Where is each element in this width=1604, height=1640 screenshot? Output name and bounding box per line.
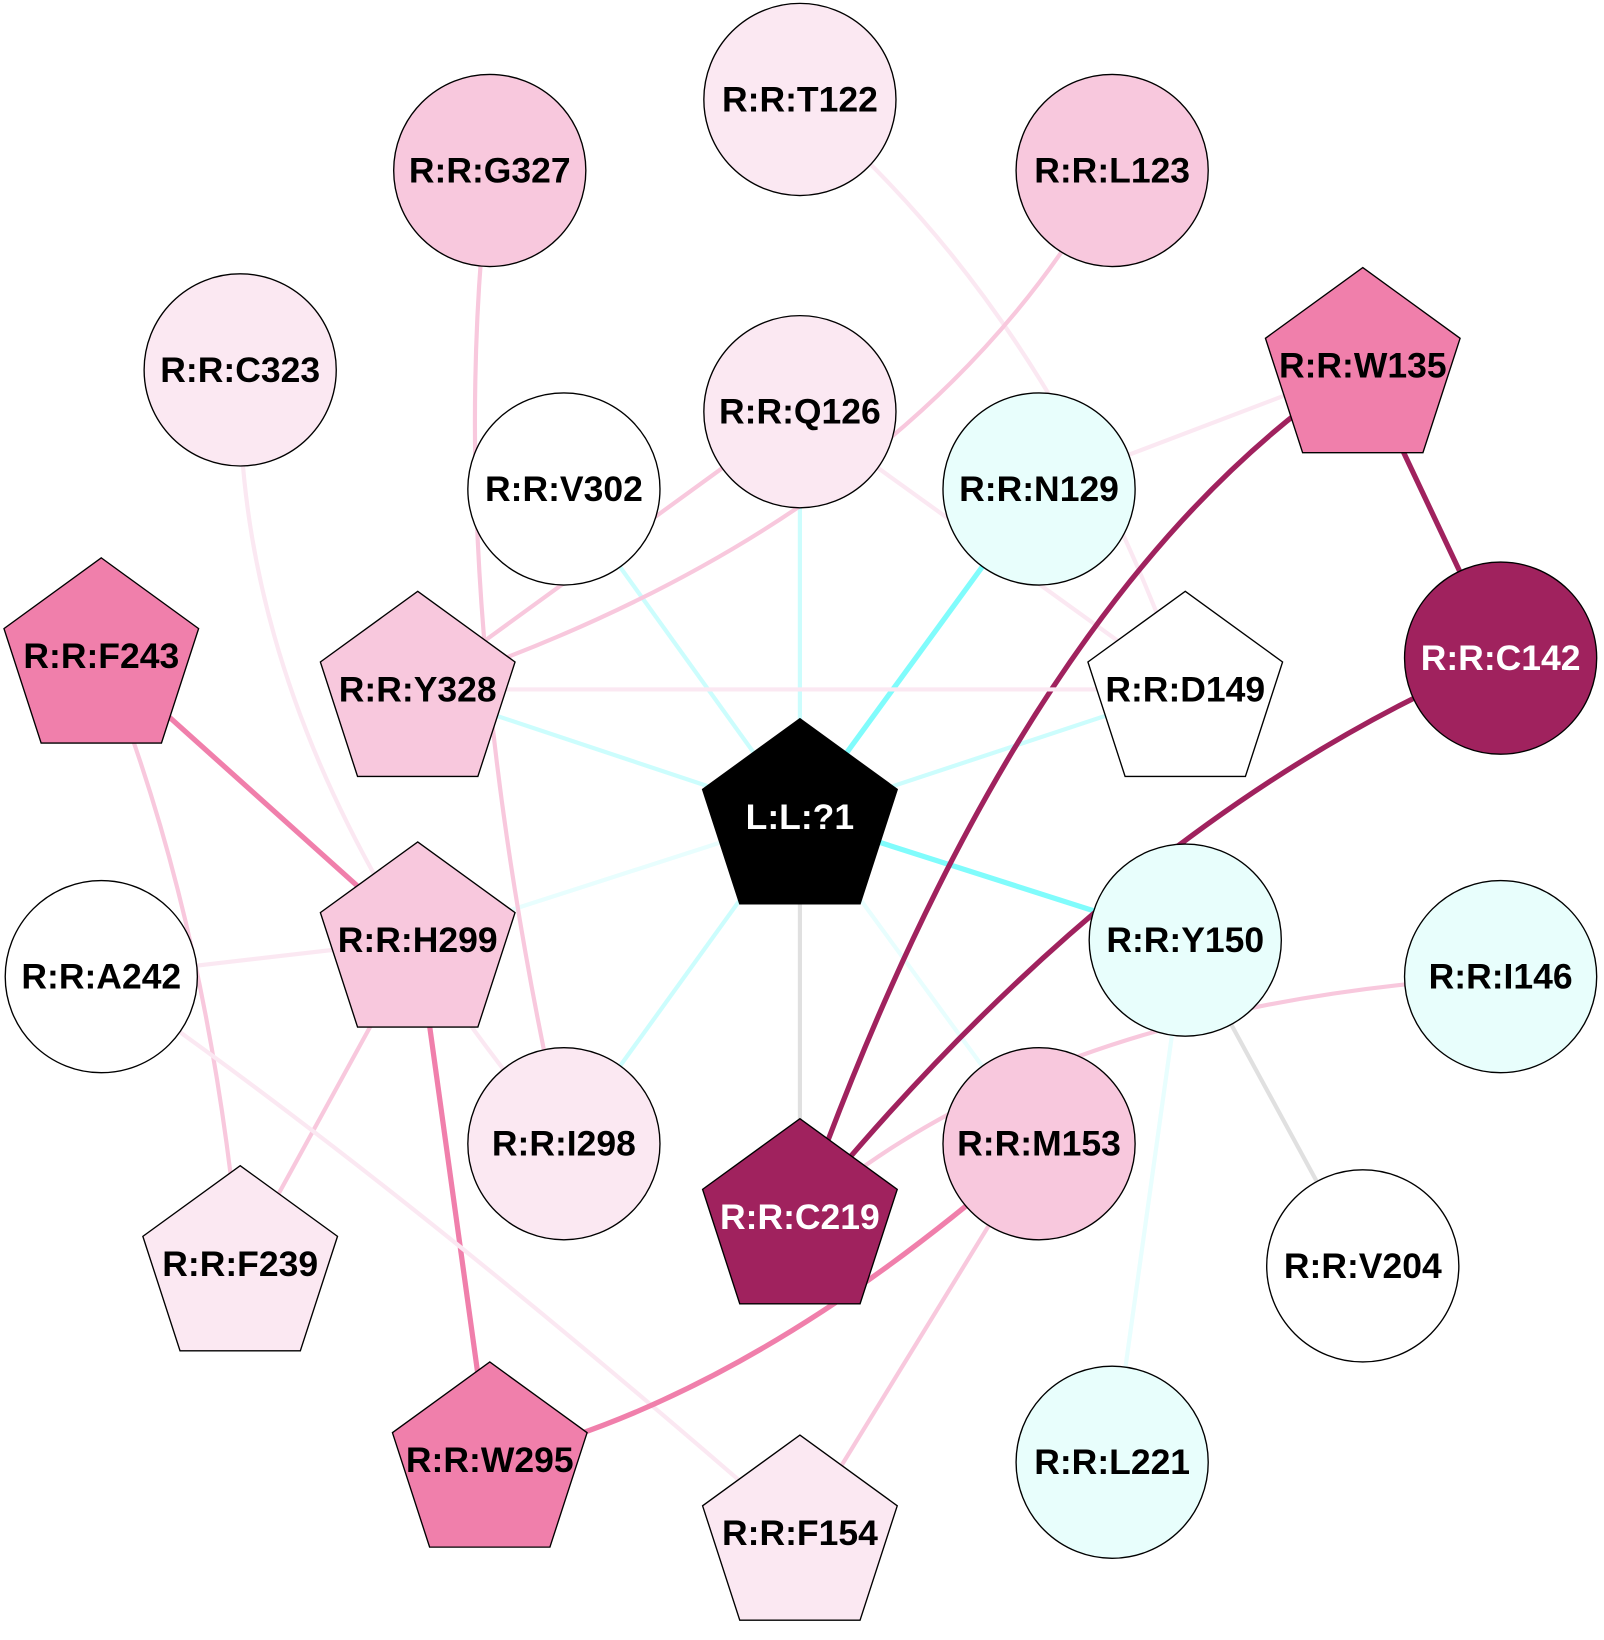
- node-label: R:R:F239: [162, 1244, 318, 1284]
- node-r-r-n129[interactable]: R:R:N129: [942, 392, 1136, 586]
- edge-r-r-i146-to-r-r-c219: [798, 974, 1501, 1219]
- node-r-r-c219[interactable]: R:R:C219: [701, 1117, 899, 1305]
- node-label: R:R:W295: [406, 1440, 574, 1480]
- node-pentagon: [142, 1164, 339, 1352]
- node-label: R:R:I146: [1429, 957, 1573, 997]
- node-label: R:R:A242: [21, 957, 181, 997]
- node-r-r-t122[interactable]: R:R:T122: [703, 2, 897, 197]
- node-circle: [4, 879, 199, 1074]
- node-circle: [467, 1046, 661, 1241]
- node-r-r-y150[interactable]: R:R:Y150: [1088, 843, 1282, 1037]
- node-r-r-w135[interactable]: R:R:W135: [1264, 266, 1461, 454]
- node-label: R:R:W135: [1279, 346, 1447, 386]
- node-pentagon: [391, 1361, 588, 1548]
- node-circle: [1088, 843, 1282, 1037]
- node-r-r-h299[interactable]: R:R:H299: [319, 841, 516, 1028]
- node-label: R:R:L221: [1034, 1442, 1190, 1482]
- node-label: R:R:G327: [409, 150, 571, 190]
- node-label: R:R:T122: [722, 79, 878, 119]
- node-pentagon: [701, 717, 899, 905]
- node-r-r-q126[interactable]: R:R:Q126: [703, 314, 897, 509]
- node-label: R:R:Y150: [1106, 920, 1264, 960]
- node-r-r-c142[interactable]: R:R:C142: [1403, 561, 1598, 755]
- node-r-r-l123[interactable]: R:R:L123: [1015, 73, 1209, 268]
- node-r-r-c323[interactable]: R:R:C323: [143, 273, 337, 467]
- node-pentagon: [701, 1117, 899, 1305]
- node-label: R:R:D149: [1105, 669, 1265, 709]
- node-circle: [393, 73, 587, 268]
- node-r-r-f243[interactable]: R:R:F243: [3, 557, 200, 744]
- node-circle: [1403, 879, 1598, 1074]
- node-r-r-a242[interactable]: R:R:A242: [4, 879, 199, 1074]
- node-r-r-f239[interactable]: R:R:F239: [142, 1164, 339, 1352]
- node-circle: [942, 392, 1136, 586]
- node-label: R:R:L123: [1034, 150, 1190, 190]
- node-label: R:R:F243: [23, 636, 179, 676]
- node-label: R:R:V302: [485, 469, 643, 509]
- node-r-r-v204[interactable]: R:R:V204: [1266, 1169, 1460, 1363]
- node-label: R:R:M153: [957, 1124, 1121, 1164]
- node-circle: [703, 2, 897, 197]
- node-label: R:R:C142: [1421, 638, 1581, 678]
- node-pentagon: [1087, 590, 1284, 778]
- node-circle: [467, 392, 661, 586]
- edge-r-r-c323-to-r-r-i298: [237, 369, 566, 1146]
- node-label: R:R:V204: [1284, 1246, 1442, 1286]
- node-label: R:R:C323: [160, 350, 320, 390]
- node-circle: [703, 314, 897, 509]
- node-r-r-v302[interactable]: R:R:V302: [467, 392, 661, 586]
- edge-r-r-a242-to-r-r-f154: [100, 974, 802, 1535]
- node-l-l-1[interactable]: L:L:?1: [701, 717, 899, 905]
- node-r-r-l221[interactable]: R:R:L221: [1015, 1365, 1209, 1559]
- node-r-r-m153[interactable]: R:R:M153: [942, 1046, 1136, 1241]
- node-circle: [1015, 73, 1209, 268]
- node-circle: [1015, 1365, 1209, 1559]
- node-label: R:R:Q126: [719, 392, 881, 432]
- node-circle: [1266, 1169, 1460, 1363]
- node-r-r-y328[interactable]: R:R:Y328: [319, 590, 516, 778]
- node-r-r-d149[interactable]: R:R:D149: [1087, 590, 1284, 778]
- node-label: R:R:C219: [720, 1197, 880, 1237]
- node-label: L:L:?1: [746, 797, 854, 837]
- node-circle: [942, 1046, 1136, 1241]
- node-pentagon: [319, 841, 516, 1028]
- node-pentagon: [701, 1434, 899, 1621]
- node-label: R:R:Y328: [339, 669, 497, 709]
- node-circle: [143, 273, 337, 467]
- node-r-r-i146[interactable]: R:R:I146: [1403, 879, 1598, 1074]
- edge-r-r-g327-to-r-r-i298: [472, 170, 566, 1145]
- node-pentagon: [319, 590, 516, 778]
- node-pentagon: [1264, 266, 1461, 454]
- node-r-r-w295[interactable]: R:R:W295: [391, 1361, 588, 1548]
- node-pentagon: [3, 557, 200, 744]
- node-r-r-i298[interactable]: R:R:I298: [467, 1046, 661, 1241]
- node-label: R:R:N129: [959, 469, 1119, 509]
- node-label: R:R:H299: [338, 920, 498, 960]
- node-label: R:R:I298: [492, 1124, 636, 1164]
- node-r-r-g327[interactable]: R:R:G327: [393, 73, 587, 268]
- node-r-r-f154[interactable]: R:R:F154: [701, 1434, 899, 1621]
- node-label: R:R:F154: [722, 1513, 878, 1553]
- node-circle: [1403, 561, 1598, 755]
